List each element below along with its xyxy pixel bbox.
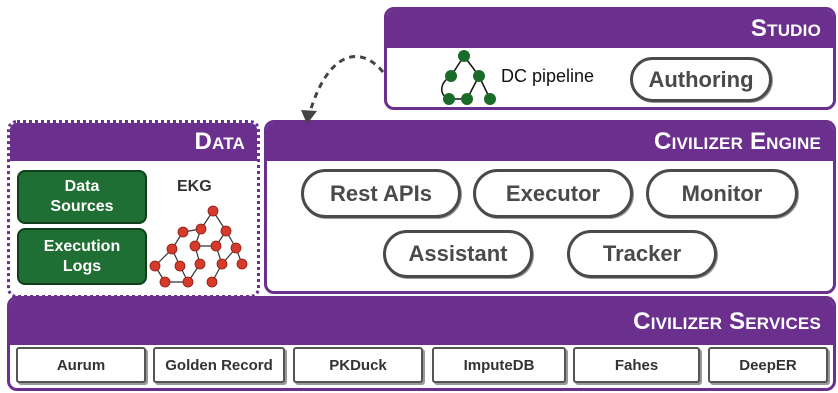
- execution-logs-line2: Logs: [62, 257, 102, 275]
- rest-apis-button[interactable]: Rest APIs: [301, 169, 461, 218]
- service-fahes[interactable]: Fahes: [573, 347, 700, 383]
- ekg-label: EKG: [177, 178, 212, 195]
- graph-nodes: [149, 205, 248, 288]
- dc-pipeline-label: DC pipeline: [501, 66, 595, 86]
- data-sources-line1: Data: [64, 178, 100, 195]
- data-sources-box[interactable]: Data Sources: [17, 170, 147, 224]
- data-title: Data: [10, 123, 257, 161]
- monitor-button[interactable]: Monitor: [646, 169, 798, 218]
- execution-logs-line1: Execution: [43, 237, 121, 255]
- service-aurum[interactable]: Aurum: [16, 347, 146, 383]
- engine-title: Civilizer Engine: [267, 123, 833, 161]
- service-imputedb[interactable]: ImputeDB: [432, 347, 566, 383]
- service-golden-record[interactable]: Golden Record: [153, 347, 285, 383]
- services-title: Civilizer Services: [10, 299, 833, 345]
- execution-logs-box[interactable]: Execution Logs: [17, 228, 147, 285]
- studio-title: Studio: [387, 10, 833, 48]
- tree-nodes: [443, 50, 496, 105]
- assistant-button[interactable]: Assistant: [383, 230, 533, 278]
- service-pkduck[interactable]: PKDuck: [293, 347, 423, 383]
- tracker-button[interactable]: Tracker: [567, 230, 717, 278]
- dashed-arrow-icon: [301, 55, 385, 124]
- authoring-button[interactable]: Authoring: [630, 57, 772, 102]
- data-sources-line2: Sources: [50, 198, 114, 215]
- executor-button[interactable]: Executor: [473, 169, 633, 218]
- service-deeper[interactable]: DeepER: [708, 347, 828, 383]
